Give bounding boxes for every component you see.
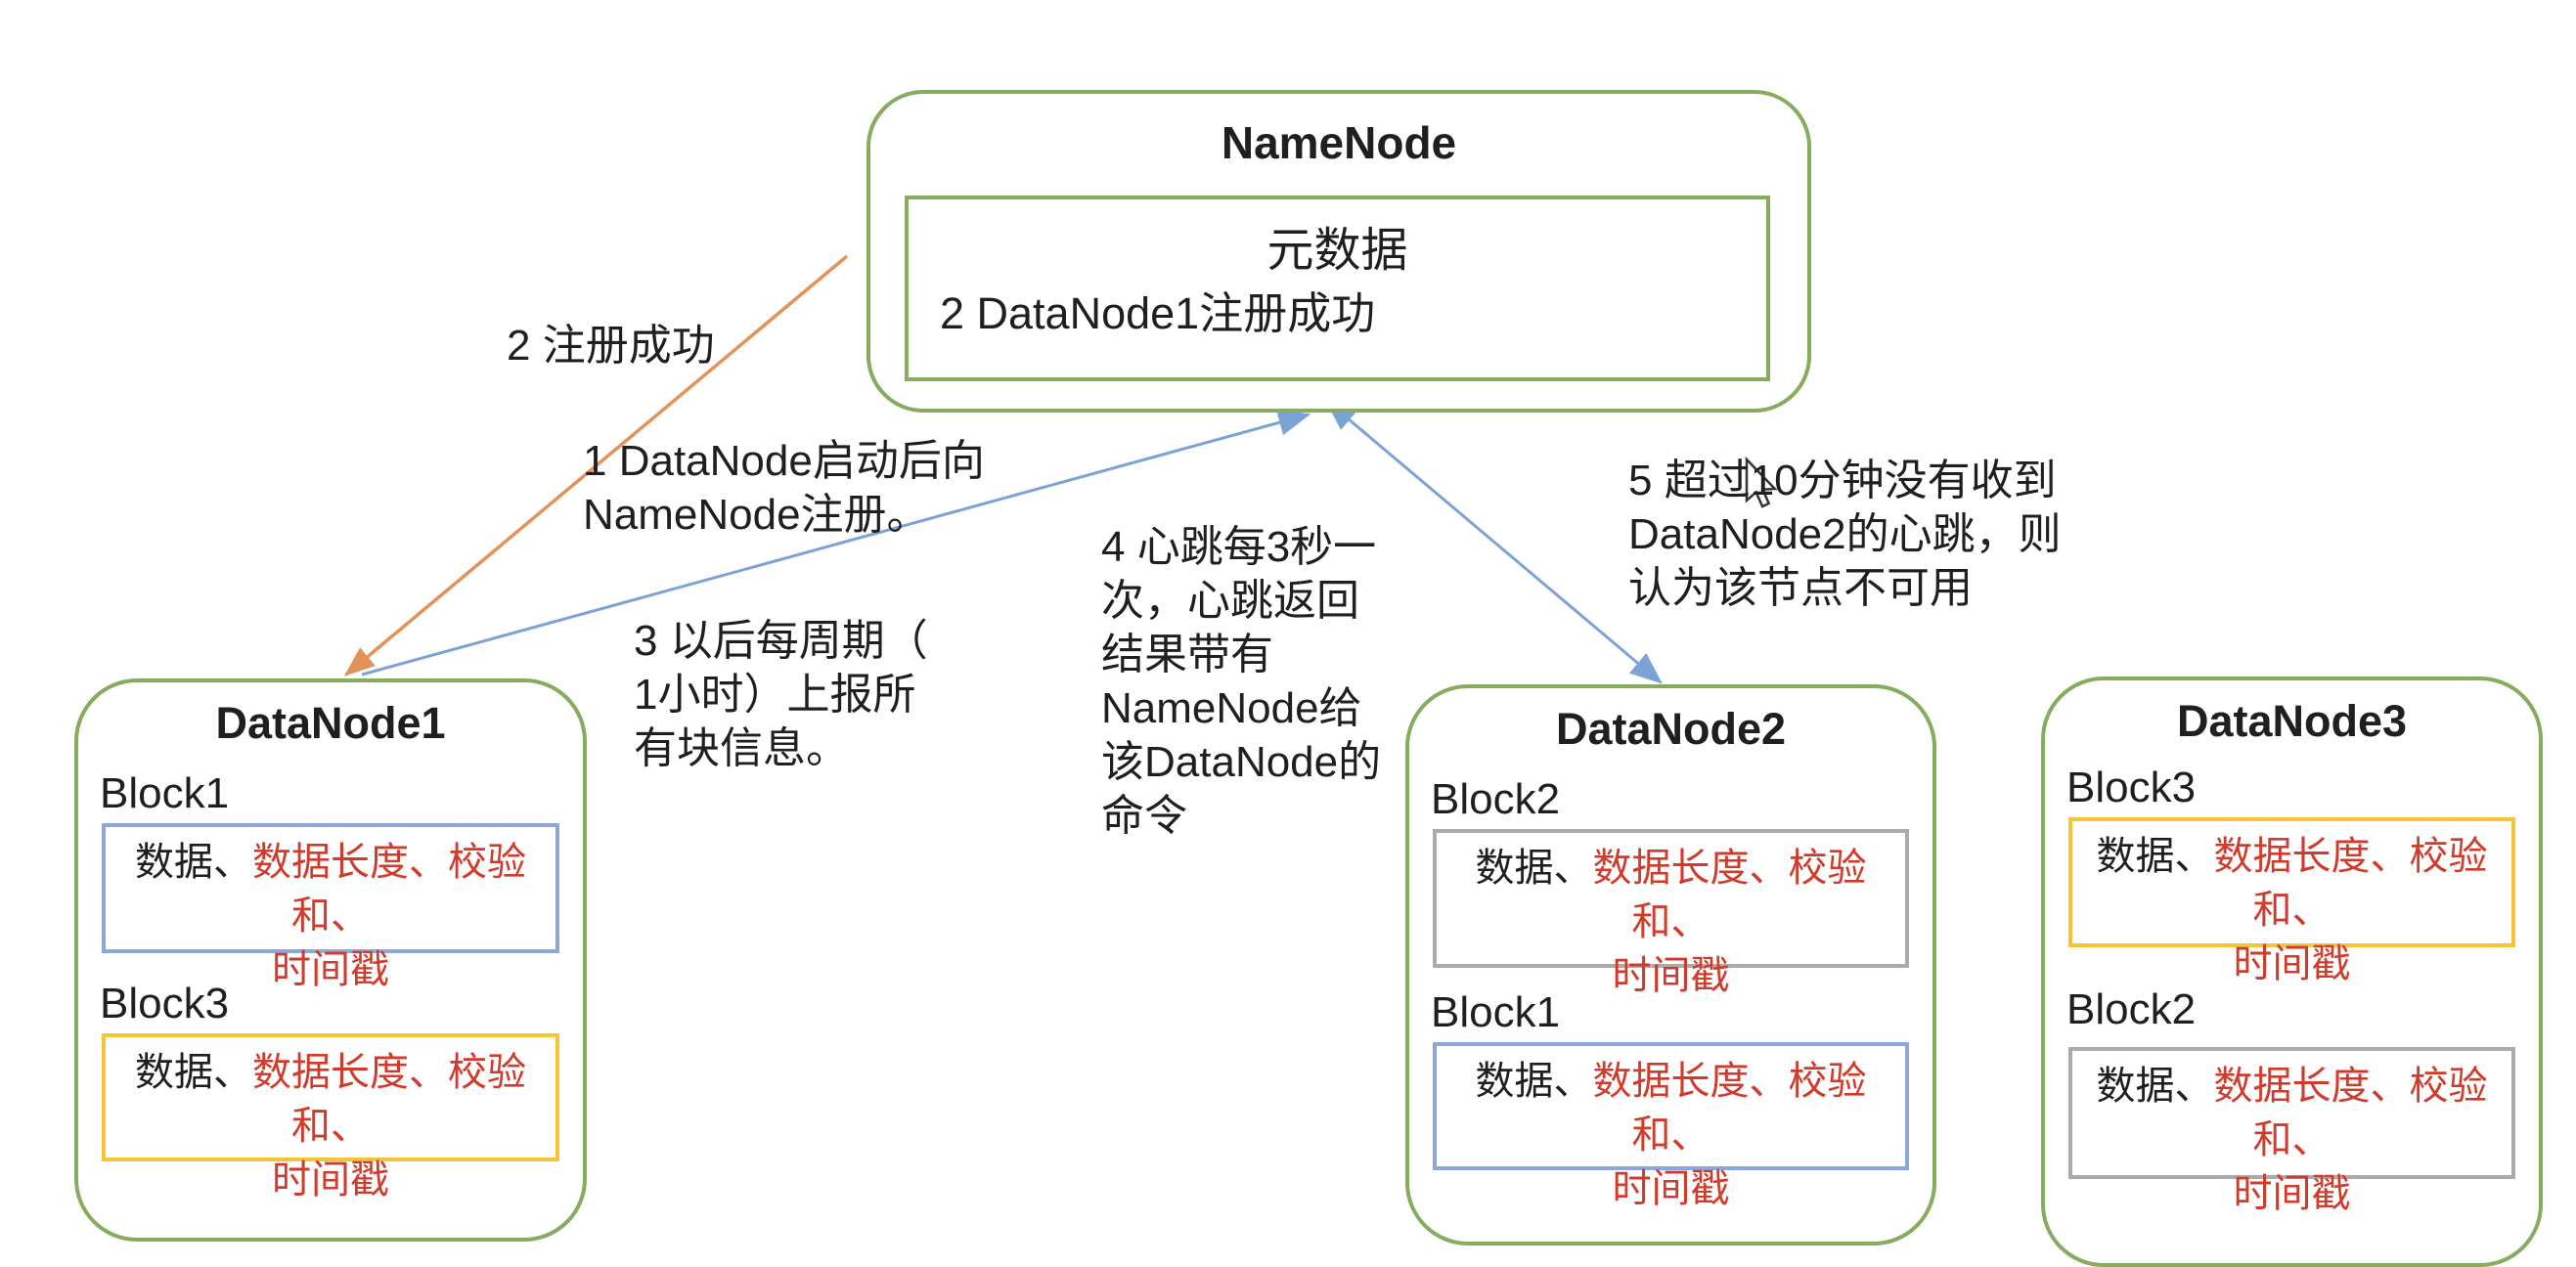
heartbeat-arrow: [1324, 399, 1663, 684]
note-2-registration-success: 2 注册成功: [507, 322, 715, 370]
block-box: 数据、数据长度、校验和、 时间戳: [1433, 829, 1909, 997]
datanode1-title: DataNode1: [215, 698, 446, 748]
datanode2-box: DataNode2 Block2 数据、数据长度、校验和、 时间戳 Block1…: [1405, 684, 1936, 1245]
datanode3-title: DataNode3: [2176, 696, 2408, 746]
block-label: Block2: [1431, 775, 1561, 823]
block-box: 数据、数据长度、校验和、 时间戳: [102, 823, 559, 991]
block-label: Block3: [2066, 764, 2197, 811]
block-label: Block1: [100, 769, 230, 817]
namenode-title: NameNode: [1221, 117, 1457, 168]
block-box: 数据、数据长度、校验和、 时间戳: [1433, 1042, 1909, 1210]
namenode-status-text: 2 DataNode1注册成功: [940, 288, 1376, 338]
datanode3-box: DataNode3 Block3 数据、数据长度、校验和、 时间戳 Block2…: [2041, 677, 2543, 1267]
block-label: Block3: [100, 980, 230, 1027]
metadata-box: 元数据 2 DataNode1注册成功: [905, 196, 1770, 381]
block-box: 数据、数据长度、校验和、 时间戳: [2068, 1047, 2515, 1215]
note-3-periodic-block-report: 3 以后每周期（ 1小时）上报所 有块信息。: [634, 617, 928, 772]
note-5-node-unavailable: 5 超过10分钟没有收到 DataNode2的心跳，则 认为该节点不可用: [1628, 457, 2062, 612]
metadata-label: 元数据: [1266, 225, 1408, 277]
datanode2-title: DataNode2: [1555, 704, 1787, 754]
block-label: Block2: [2066, 985, 2197, 1033]
note-1-datanode-register: 1 DataNode启动后向 NameNode注册。: [583, 437, 985, 539]
namenode-box: NameNode 元数据 2 DataNode1注册成功: [866, 90, 1811, 413]
block-box: 数据、数据长度、校验和、 时间戳: [102, 1033, 559, 1201]
note-4-heartbeat-every-3s: 4 心跳每3秒一 次，心跳返回 结果带有 NameNode给 该DataNode…: [1101, 523, 1382, 840]
block-box: 数据、数据长度、校验和、 时间戳: [2068, 817, 2515, 985]
block-label: Block1: [1431, 988, 1561, 1036]
datanode1-box: DataNode1 Block1 数据、数据长度、校验和、 时间戳 Block3…: [74, 678, 587, 1242]
